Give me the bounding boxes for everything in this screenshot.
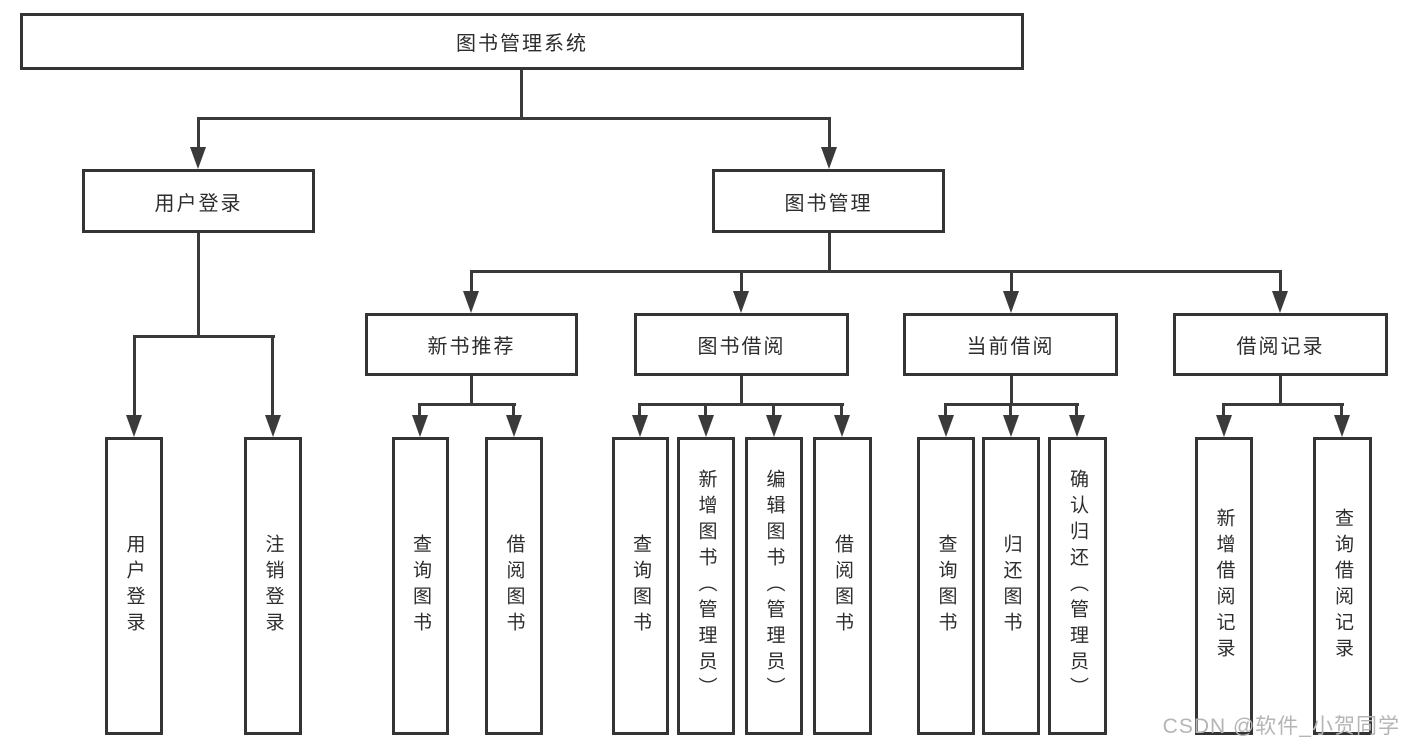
connector-line [840, 403, 843, 417]
node-root: 图书管理系统 [20, 13, 1024, 70]
node-book-borrowing: 图书借阅 [634, 313, 849, 376]
leaf-current-return-books: 归还图书 [982, 437, 1040, 735]
connector-line [1010, 270, 1013, 292]
node-book-management: 图书管理 [712, 169, 945, 233]
arrow-down-icon [1069, 415, 1085, 437]
connector-line [704, 403, 707, 417]
connector-line [828, 117, 831, 148]
connector-line [133, 335, 275, 338]
leaf-current-confirm-return-admin: 确认归还（管理员） [1048, 437, 1107, 735]
leaf-borrowing-edit-books-admin: 编辑图书（管理员） [745, 437, 803, 735]
connector-line [520, 70, 523, 118]
arrow-down-icon [1003, 291, 1019, 313]
arrow-down-icon [766, 415, 782, 437]
connector-line [1075, 403, 1078, 417]
node-new-book-recommend: 新书推荐 [365, 313, 578, 376]
arrow-down-icon [1003, 415, 1019, 437]
connector-line [638, 403, 641, 417]
arrow-down-icon [821, 147, 837, 169]
connector-line [828, 233, 831, 272]
leaf-records-add-record: 新增借阅记录 [1195, 437, 1253, 735]
leaf-recommend-borrow-books: 借阅图书 [485, 437, 543, 735]
arrow-down-icon [698, 415, 714, 437]
arrow-down-icon [412, 415, 428, 437]
connector-line [419, 403, 516, 406]
connector-line [639, 403, 844, 406]
node-user-login: 用户登录 [82, 169, 315, 233]
csdn-watermark: CSDN @软件_小贺同学 [1162, 715, 1400, 738]
connector-line [470, 270, 1282, 273]
arrow-down-icon [265, 415, 281, 437]
connector-line [418, 403, 421, 417]
leaf-logout: 注销登录 [244, 437, 302, 735]
arrow-down-icon [1272, 291, 1288, 313]
connector-line [197, 117, 831, 120]
connector-line [740, 376, 743, 405]
arrow-down-icon [463, 291, 479, 313]
leaf-current-query-books: 查询图书 [917, 437, 975, 735]
leaf-records-query-record: 查询借阅记录 [1313, 437, 1372, 735]
leaf-recommend-query-books: 查询图书 [392, 437, 449, 735]
arrow-down-icon [632, 415, 648, 437]
connector-line [271, 335, 274, 416]
connector-line [1223, 403, 1344, 406]
arrow-down-icon [506, 415, 522, 437]
arrow-down-icon [1216, 415, 1232, 437]
connector-line [945, 403, 1079, 406]
connector-line [944, 403, 947, 417]
leaf-borrowing-borrow-books: 借阅图书 [813, 437, 872, 735]
connector-line [1010, 376, 1013, 405]
leaf-user-login: 用户登录 [105, 437, 163, 735]
connector-line [470, 270, 473, 292]
arrow-down-icon [190, 147, 206, 169]
connector-line [1279, 376, 1282, 405]
connector-line [1222, 403, 1225, 417]
arrow-down-icon [834, 415, 850, 437]
connector-line [1279, 270, 1282, 292]
node-borrowing-records: 借阅记录 [1173, 313, 1388, 376]
connector-line [197, 233, 200, 337]
arrow-down-icon [938, 415, 954, 437]
connector-line [1340, 403, 1343, 417]
arrow-down-icon [733, 291, 749, 313]
node-current-borrowing: 当前借阅 [903, 313, 1118, 376]
connector-line [1009, 403, 1012, 417]
arrow-down-icon [1334, 415, 1350, 437]
connector-line [197, 117, 200, 148]
connector-line [740, 270, 743, 292]
connector-line [772, 403, 775, 417]
leaf-borrowing-query-books: 查询图书 [612, 437, 669, 735]
connector-line [470, 376, 473, 405]
leaf-borrowing-add-books-admin: 新增图书（管理员） [677, 437, 735, 735]
connector-line [512, 403, 515, 417]
arrow-down-icon [126, 415, 142, 437]
connector-line [133, 335, 136, 416]
